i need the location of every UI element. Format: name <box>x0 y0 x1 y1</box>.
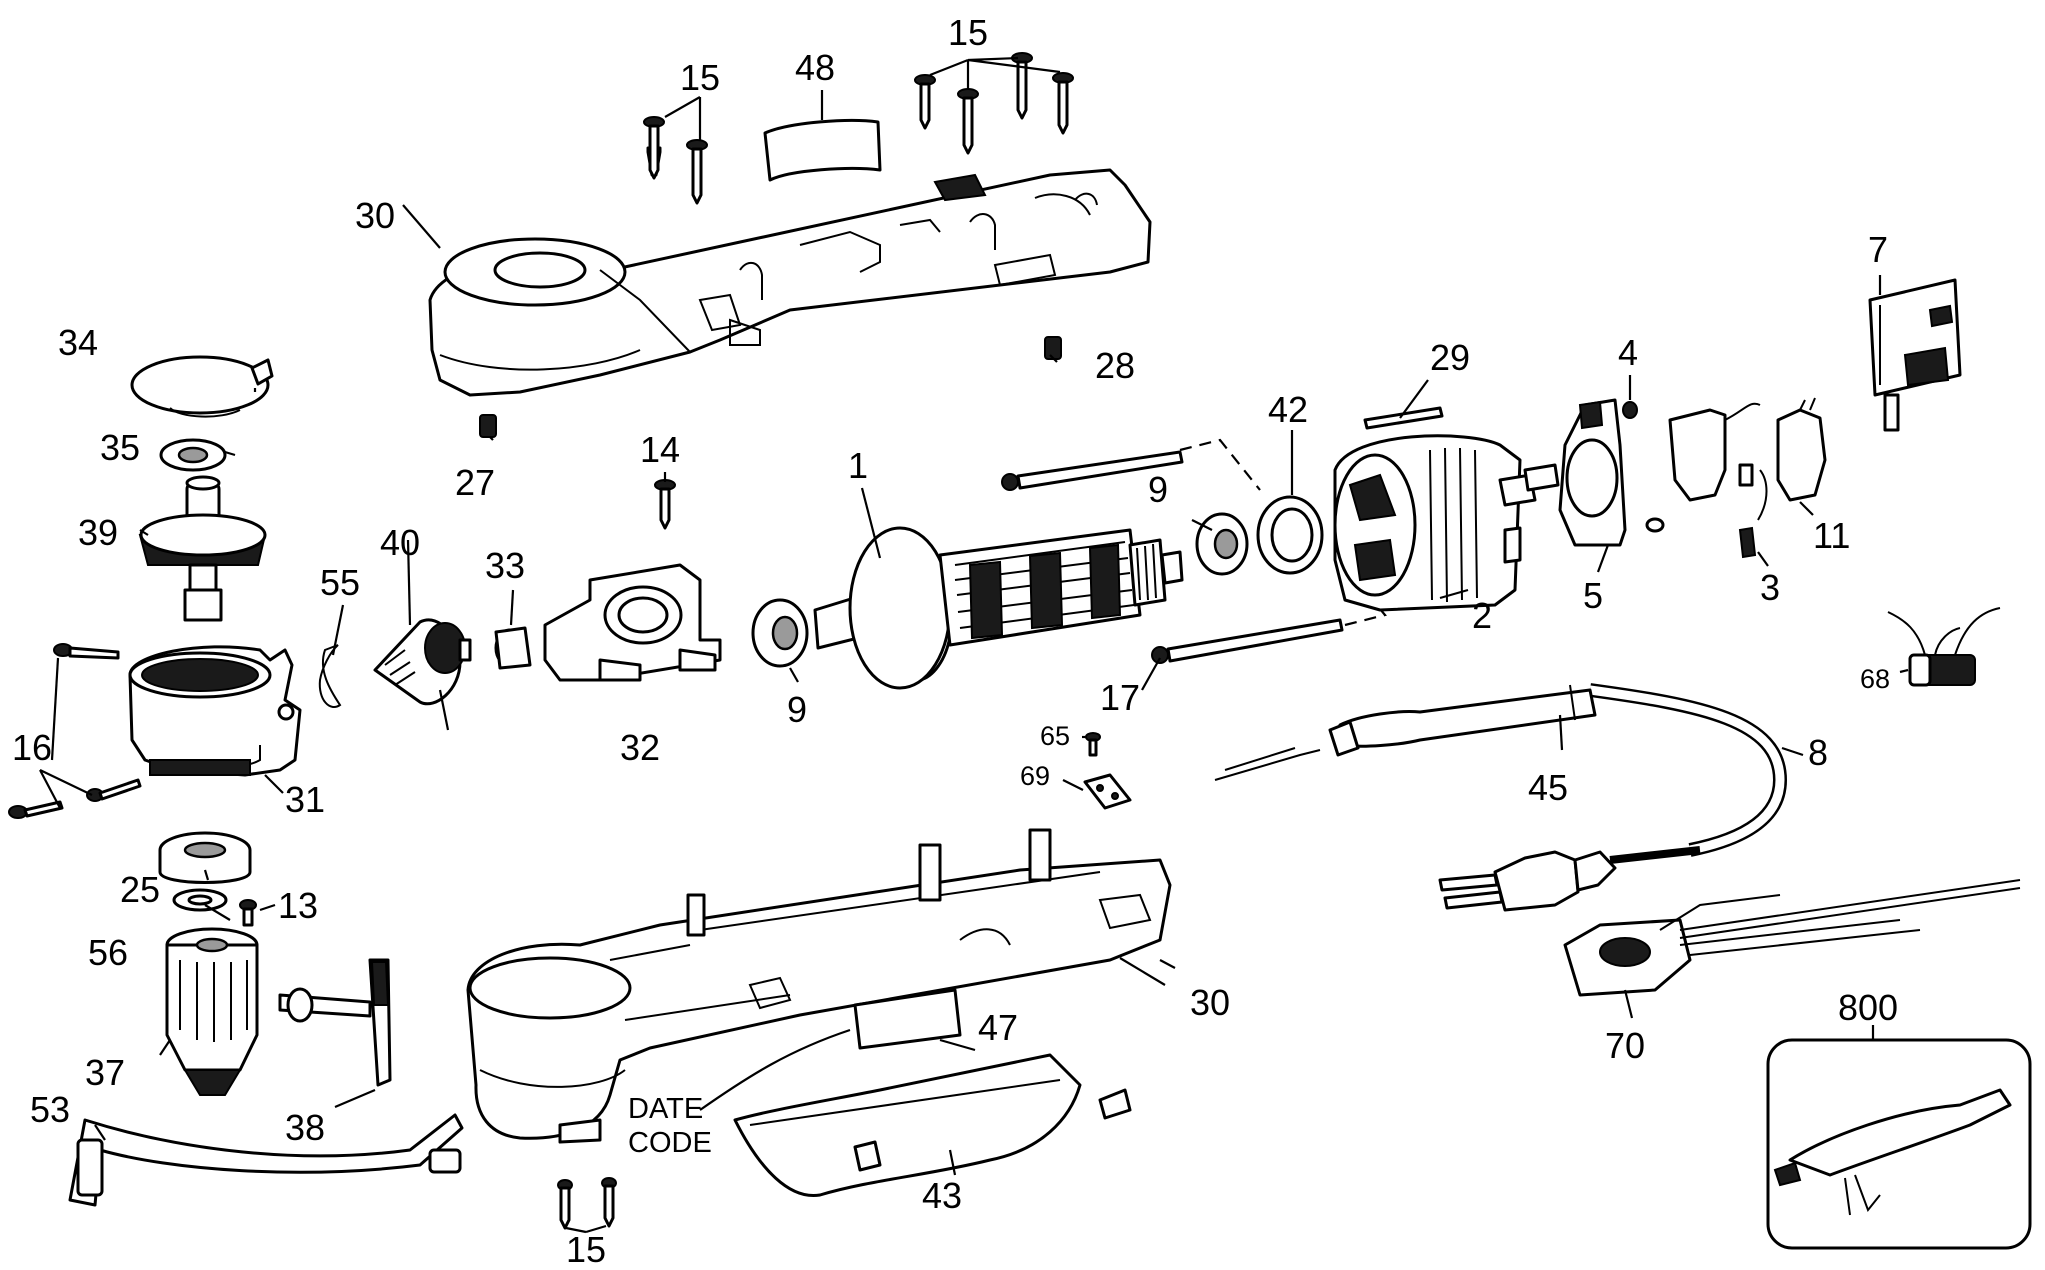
date-code-label-line1: DATE <box>628 1093 703 1125</box>
part-28 <box>1044 336 1062 360</box>
chuck-37 <box>165 927 259 1096</box>
electronic-module-7 <box>1868 278 1962 432</box>
label-14: 14 <box>640 429 680 470</box>
label-15-bottom: 15 <box>566 1229 606 1270</box>
label-33: 33 <box>485 545 525 586</box>
screw-17 <box>1151 618 1344 664</box>
label-15-top-right: 15 <box>948 12 988 53</box>
housing-top-half <box>428 168 1152 397</box>
housing-bottom-half <box>466 828 1172 1144</box>
label-9-upper: 9 <box>1148 469 1168 510</box>
bearing-9-right <box>1195 512 1249 576</box>
armature-1 <box>813 526 1184 690</box>
label-69: 69 <box>1020 761 1050 791</box>
label-68: 68 <box>1860 664 1890 694</box>
label-15-top-left: 15 <box>680 57 720 98</box>
spring-clip-55 <box>318 644 342 708</box>
label-56: 56 <box>88 932 128 973</box>
part-27 <box>479 414 497 438</box>
label-29: 29 <box>1430 337 1470 378</box>
label-7: 7 <box>1868 229 1888 270</box>
screws-16 <box>8 643 142 819</box>
chuck-key-38 <box>278 958 392 1087</box>
label-8: 8 <box>1808 732 1828 773</box>
label-9-lower: 9 <box>787 689 807 730</box>
label-4: 4 <box>1618 332 1638 373</box>
label-38: 38 <box>285 1107 325 1148</box>
small-spring <box>1645 517 1665 533</box>
bottom-cover-43 <box>733 988 1132 1198</box>
label-27: 27 <box>455 462 495 503</box>
plate-69 <box>1083 773 1132 810</box>
brush-holder-5 <box>1523 398 1627 547</box>
label-32: 32 <box>620 727 660 768</box>
label-39: 39 <box>78 512 118 553</box>
label-25: 25 <box>120 869 160 910</box>
label-55: 55 <box>320 562 360 603</box>
label-3: 3 <box>1760 567 1780 608</box>
cord-boot-45 <box>1214 684 1597 781</box>
label-48: 48 <box>795 47 835 88</box>
label-13: 13 <box>278 885 318 926</box>
strap-53 <box>68 1113 464 1207</box>
screws-15-bottom <box>557 1177 617 1230</box>
screw-long-upper <box>1001 450 1184 491</box>
label-42: 42 <box>1268 389 1308 430</box>
bearing-9-left <box>751 598 809 668</box>
label-45: 45 <box>1528 767 1568 808</box>
label-40: 40 <box>380 522 420 563</box>
label-35: 35 <box>100 427 140 468</box>
washer-56 <box>172 888 228 912</box>
dashed-guide-upper <box>1179 438 1261 491</box>
label-16: 16 <box>12 727 52 768</box>
bearing-plate-32 <box>543 563 722 682</box>
label-30-bottom: 30 <box>1190 982 1230 1023</box>
bushing-33 <box>494 626 532 670</box>
label-47: 47 <box>978 1007 1018 1048</box>
label-53: 53 <box>30 1089 70 1130</box>
label-31: 31 <box>285 779 325 820</box>
screw-13 <box>239 899 257 927</box>
bearing-25 <box>158 831 252 884</box>
label-1: 1 <box>848 445 868 486</box>
capacitor-68 <box>1887 607 2001 687</box>
field-stator-2 <box>1333 434 1537 612</box>
label-70: 70 <box>1605 1025 1645 1066</box>
gear-case-31 <box>128 645 302 777</box>
label-30-top: 30 <box>355 195 395 236</box>
part-labels: 1 2 3 4 5 7 8 9 9 11 13 14 15 15 15 16 1… <box>12 12 1898 1270</box>
screws-15-top-right <box>914 52 1074 155</box>
screws-15-top-left <box>643 116 708 205</box>
label-2: 2 <box>1472 595 1492 636</box>
label-plate-48 <box>763 118 882 182</box>
spring-3 <box>1738 469 1768 559</box>
pin-29 <box>1363 406 1444 430</box>
label-43: 43 <box>922 1175 962 1216</box>
label-11: 11 <box>1813 515 1850 556</box>
terminal-block <box>1668 402 1761 502</box>
label-37: 37 <box>85 1052 125 1093</box>
label-34: 34 <box>58 322 98 363</box>
bushing-42 <box>1256 495 1324 575</box>
plug <box>1438 846 1701 912</box>
cover-34 <box>130 355 274 418</box>
leader-lines <box>39 56 1909 1234</box>
switch-11 <box>1776 397 1827 502</box>
bearing-35 <box>159 438 227 472</box>
screw-65 <box>1085 732 1101 757</box>
inset-box-800 <box>1766 1038 2032 1250</box>
label-800: 800 <box>1838 987 1898 1028</box>
pinion-40 <box>373 618 472 706</box>
label-65: 65 <box>1040 721 1070 751</box>
label-5: 5 <box>1583 575 1603 616</box>
part-4 <box>1622 401 1638 419</box>
label-17: 17 <box>1100 677 1140 718</box>
label-28: 28 <box>1095 345 1135 386</box>
screw-14 <box>654 479 676 530</box>
spindle-gear-39 <box>138 475 267 622</box>
date-code-label-line2: CODE <box>628 1127 712 1159</box>
cord-8 <box>1589 683 1788 857</box>
wire-harness-70 <box>1563 879 2021 997</box>
